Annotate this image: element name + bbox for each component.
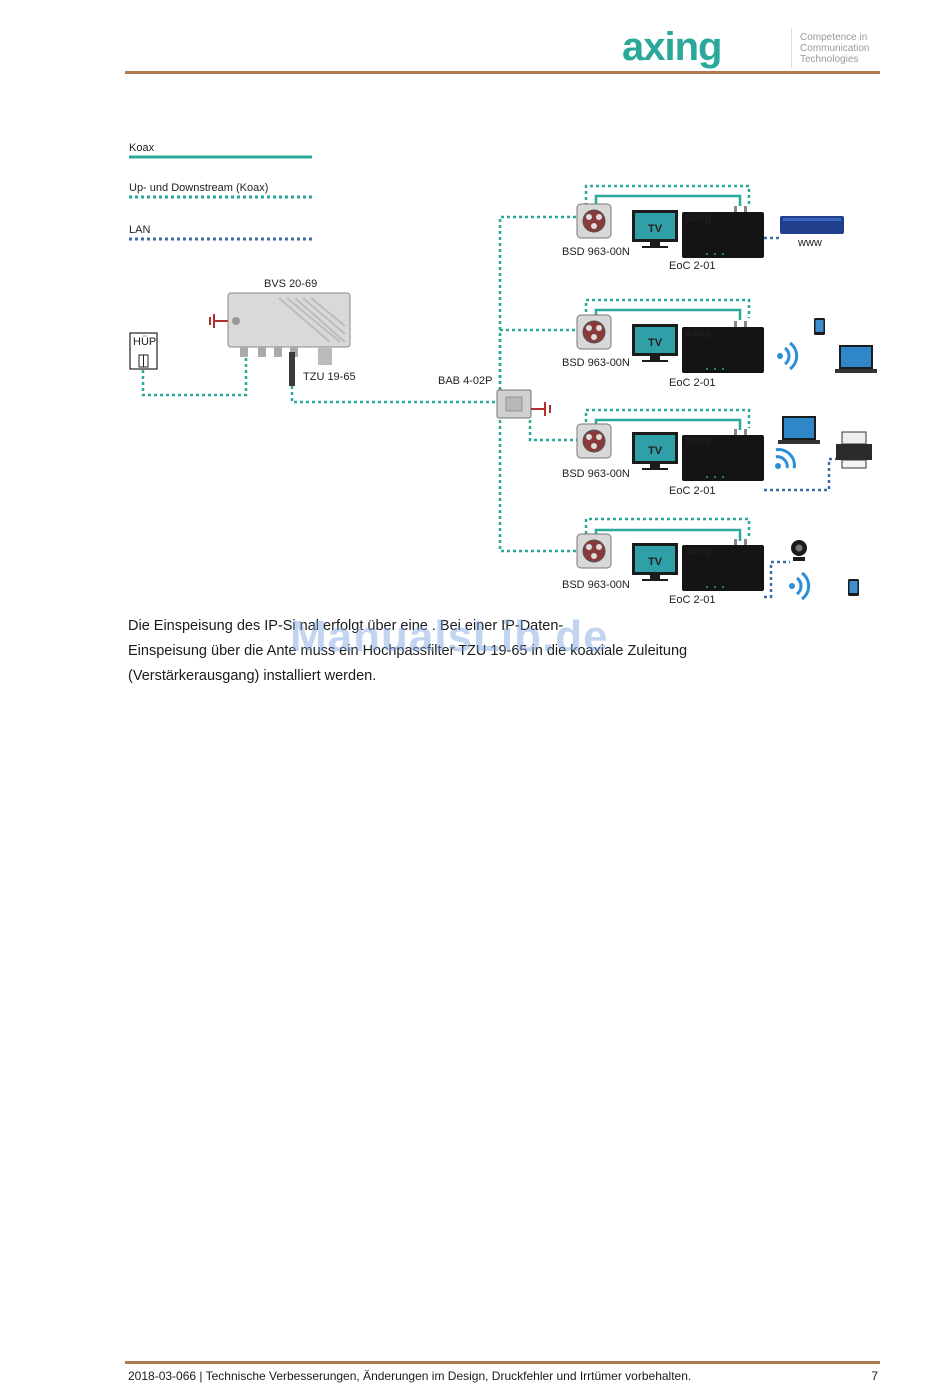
splitter-label: BAB 4-02P xyxy=(438,375,492,387)
body-line: (Verstärkerausgang) installiert werden. xyxy=(128,668,377,684)
www-label: www xyxy=(797,237,822,249)
hup-label: HÜP xyxy=(133,336,156,348)
network-diagram: Koax Up- und Downstream (Koax) LAN HÜP B… xyxy=(129,142,877,606)
legend-updown-label: Up- und Downstream (Koax) xyxy=(129,182,268,194)
body-paragraph: Die Einspeisung des IP-Si nal erfolgt üb… xyxy=(128,614,848,689)
tagline-line: Competence in xyxy=(800,32,868,43)
highpass-label: TZU 19-65 xyxy=(303,371,356,383)
splitter: BAB 4-02P xyxy=(438,375,551,419)
coax-connections xyxy=(141,184,751,553)
amplifier-label: BVS 20-69 xyxy=(264,278,317,290)
tagline: Competence in Communication Technologies xyxy=(800,32,890,65)
tablet-icon xyxy=(814,318,825,335)
modem-brand: axing xyxy=(685,327,711,339)
branch-1: BSD 963-00N TV axing EoC 2-01 www xyxy=(562,203,844,272)
outlet-label: BSD 963-00N xyxy=(562,246,630,258)
wifi-icon xyxy=(787,571,811,601)
header-rule xyxy=(125,71,880,74)
lan-connections xyxy=(764,236,836,599)
modem-label: EoC 2-01 xyxy=(669,594,715,606)
wifi-icon xyxy=(765,443,801,479)
footer-text: 2018-03-066 | Technische Verbesserungen,… xyxy=(128,1369,692,1383)
axing-logo: axing xyxy=(622,26,792,69)
logo-wordmark: axing xyxy=(622,26,721,69)
legend-koax-label: Koax xyxy=(129,142,155,154)
outlet-label: BSD 963-00N xyxy=(562,579,630,591)
branch-3: BSD 963-00N TV axing EoC 2-01 xyxy=(562,416,872,497)
modem-label: EoC 2-01 xyxy=(669,260,715,272)
laptop-icon xyxy=(778,416,820,444)
modem-label: EoC 2-01 xyxy=(669,377,715,389)
amplifier: BVS 20-69 TZU 19-65 xyxy=(209,278,356,386)
modem-brand: axing xyxy=(685,435,711,447)
hup-box: HÜP xyxy=(129,332,158,370)
outlet-label: BSD 963-00N xyxy=(562,468,630,480)
modem-label: EoC 2-01 xyxy=(669,485,715,497)
footer-rule xyxy=(125,1361,880,1364)
tv-label: TV xyxy=(648,337,663,349)
modem-brand: axing xyxy=(685,545,711,557)
tv-label: TV xyxy=(648,445,663,457)
tv-label: TV xyxy=(648,223,663,235)
printer-icon xyxy=(836,431,872,469)
tv-label: TV xyxy=(648,556,663,568)
laptop-icon xyxy=(835,345,877,373)
modem-brand: axing xyxy=(685,212,711,224)
wifi-icon xyxy=(775,341,799,371)
watermark: ManualsLib.de xyxy=(290,612,609,661)
body-line: Einspeisung über die Ante muss ein Hochp… xyxy=(128,643,688,659)
branch-2: BSD 963-00N TV axing EoC 2-01 xyxy=(562,314,877,389)
outlet-label: BSD 963-00N xyxy=(562,357,630,369)
tablet-icon xyxy=(848,579,859,596)
branch-4: BSD 963-00N TV axing EoC 2-01 xyxy=(562,533,859,606)
legend: Koax Up- und Downstream (Koax) LAN xyxy=(129,142,312,241)
tagline-line: Communication xyxy=(800,43,870,54)
body-line: Die Einspeisung des IP-Si nal erfolgt üb… xyxy=(128,618,564,634)
legend-lan-label: LAN xyxy=(129,224,150,236)
webcam-icon xyxy=(791,540,807,561)
tagline-line: Technologies xyxy=(800,54,859,65)
page-number: 7 xyxy=(871,1369,878,1383)
